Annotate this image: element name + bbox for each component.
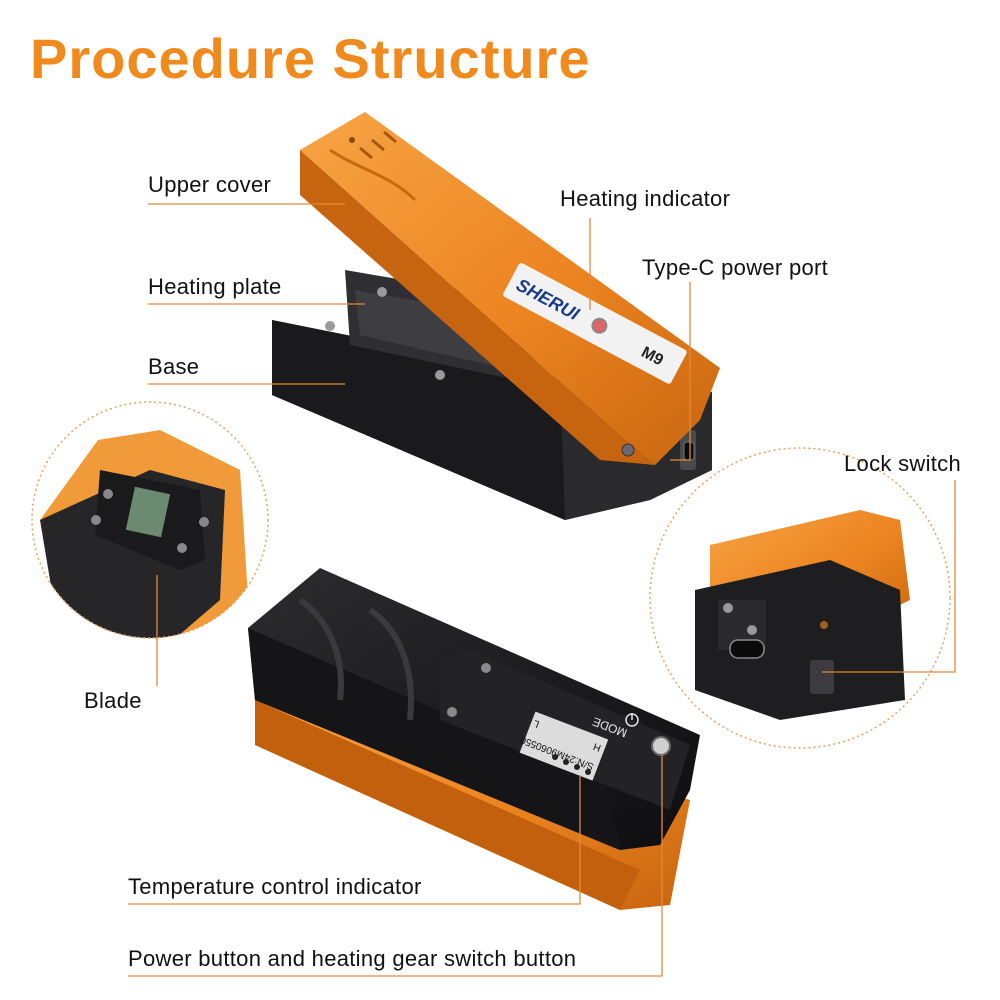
lock-switch-zoom — [649, 447, 951, 749]
serial-sticker: S/N:24M9060550 H L — [519, 711, 609, 781]
label-temperature-indicator: Temperature control indicator — [128, 874, 422, 899]
type-c-port-zoom[interactable] — [729, 639, 765, 659]
lock-switch-zoom-knob[interactable] — [810, 660, 834, 694]
type-c-port[interactable] — [683, 441, 695, 461]
heating-indicator-led — [591, 317, 608, 334]
bottom-device: S/N:24M9060550 H L MODE — [248, 568, 700, 910]
power-button[interactable] — [651, 736, 671, 756]
page-title: Procedure Structure — [30, 27, 591, 90]
leader-lines — [128, 203, 956, 977]
label-power-button: Power button and heating gear switch but… — [128, 946, 577, 971]
label-upper-cover: Upper cover — [148, 172, 272, 197]
top-device: SHERUI M9 — [272, 112, 720, 520]
power-icon — [625, 713, 639, 727]
upper-cover: SHERUI M9 — [300, 112, 720, 465]
level-high-text: H — [592, 740, 603, 753]
temperature-indicator — [552, 754, 591, 775]
level-low-text: L — [532, 717, 542, 729]
blade — [125, 486, 171, 538]
blade-zoom — [31, 401, 269, 639]
label-lock-switch: Lock switch — [844, 451, 962, 476]
label-heating-plate: Heating plate — [148, 274, 282, 299]
label-heating-indicator: Heating indicator — [560, 186, 731, 211]
label-type-c-port: Type-C power port — [642, 255, 829, 280]
label-base: Base — [148, 354, 200, 379]
label-blade: Blade — [84, 688, 142, 713]
